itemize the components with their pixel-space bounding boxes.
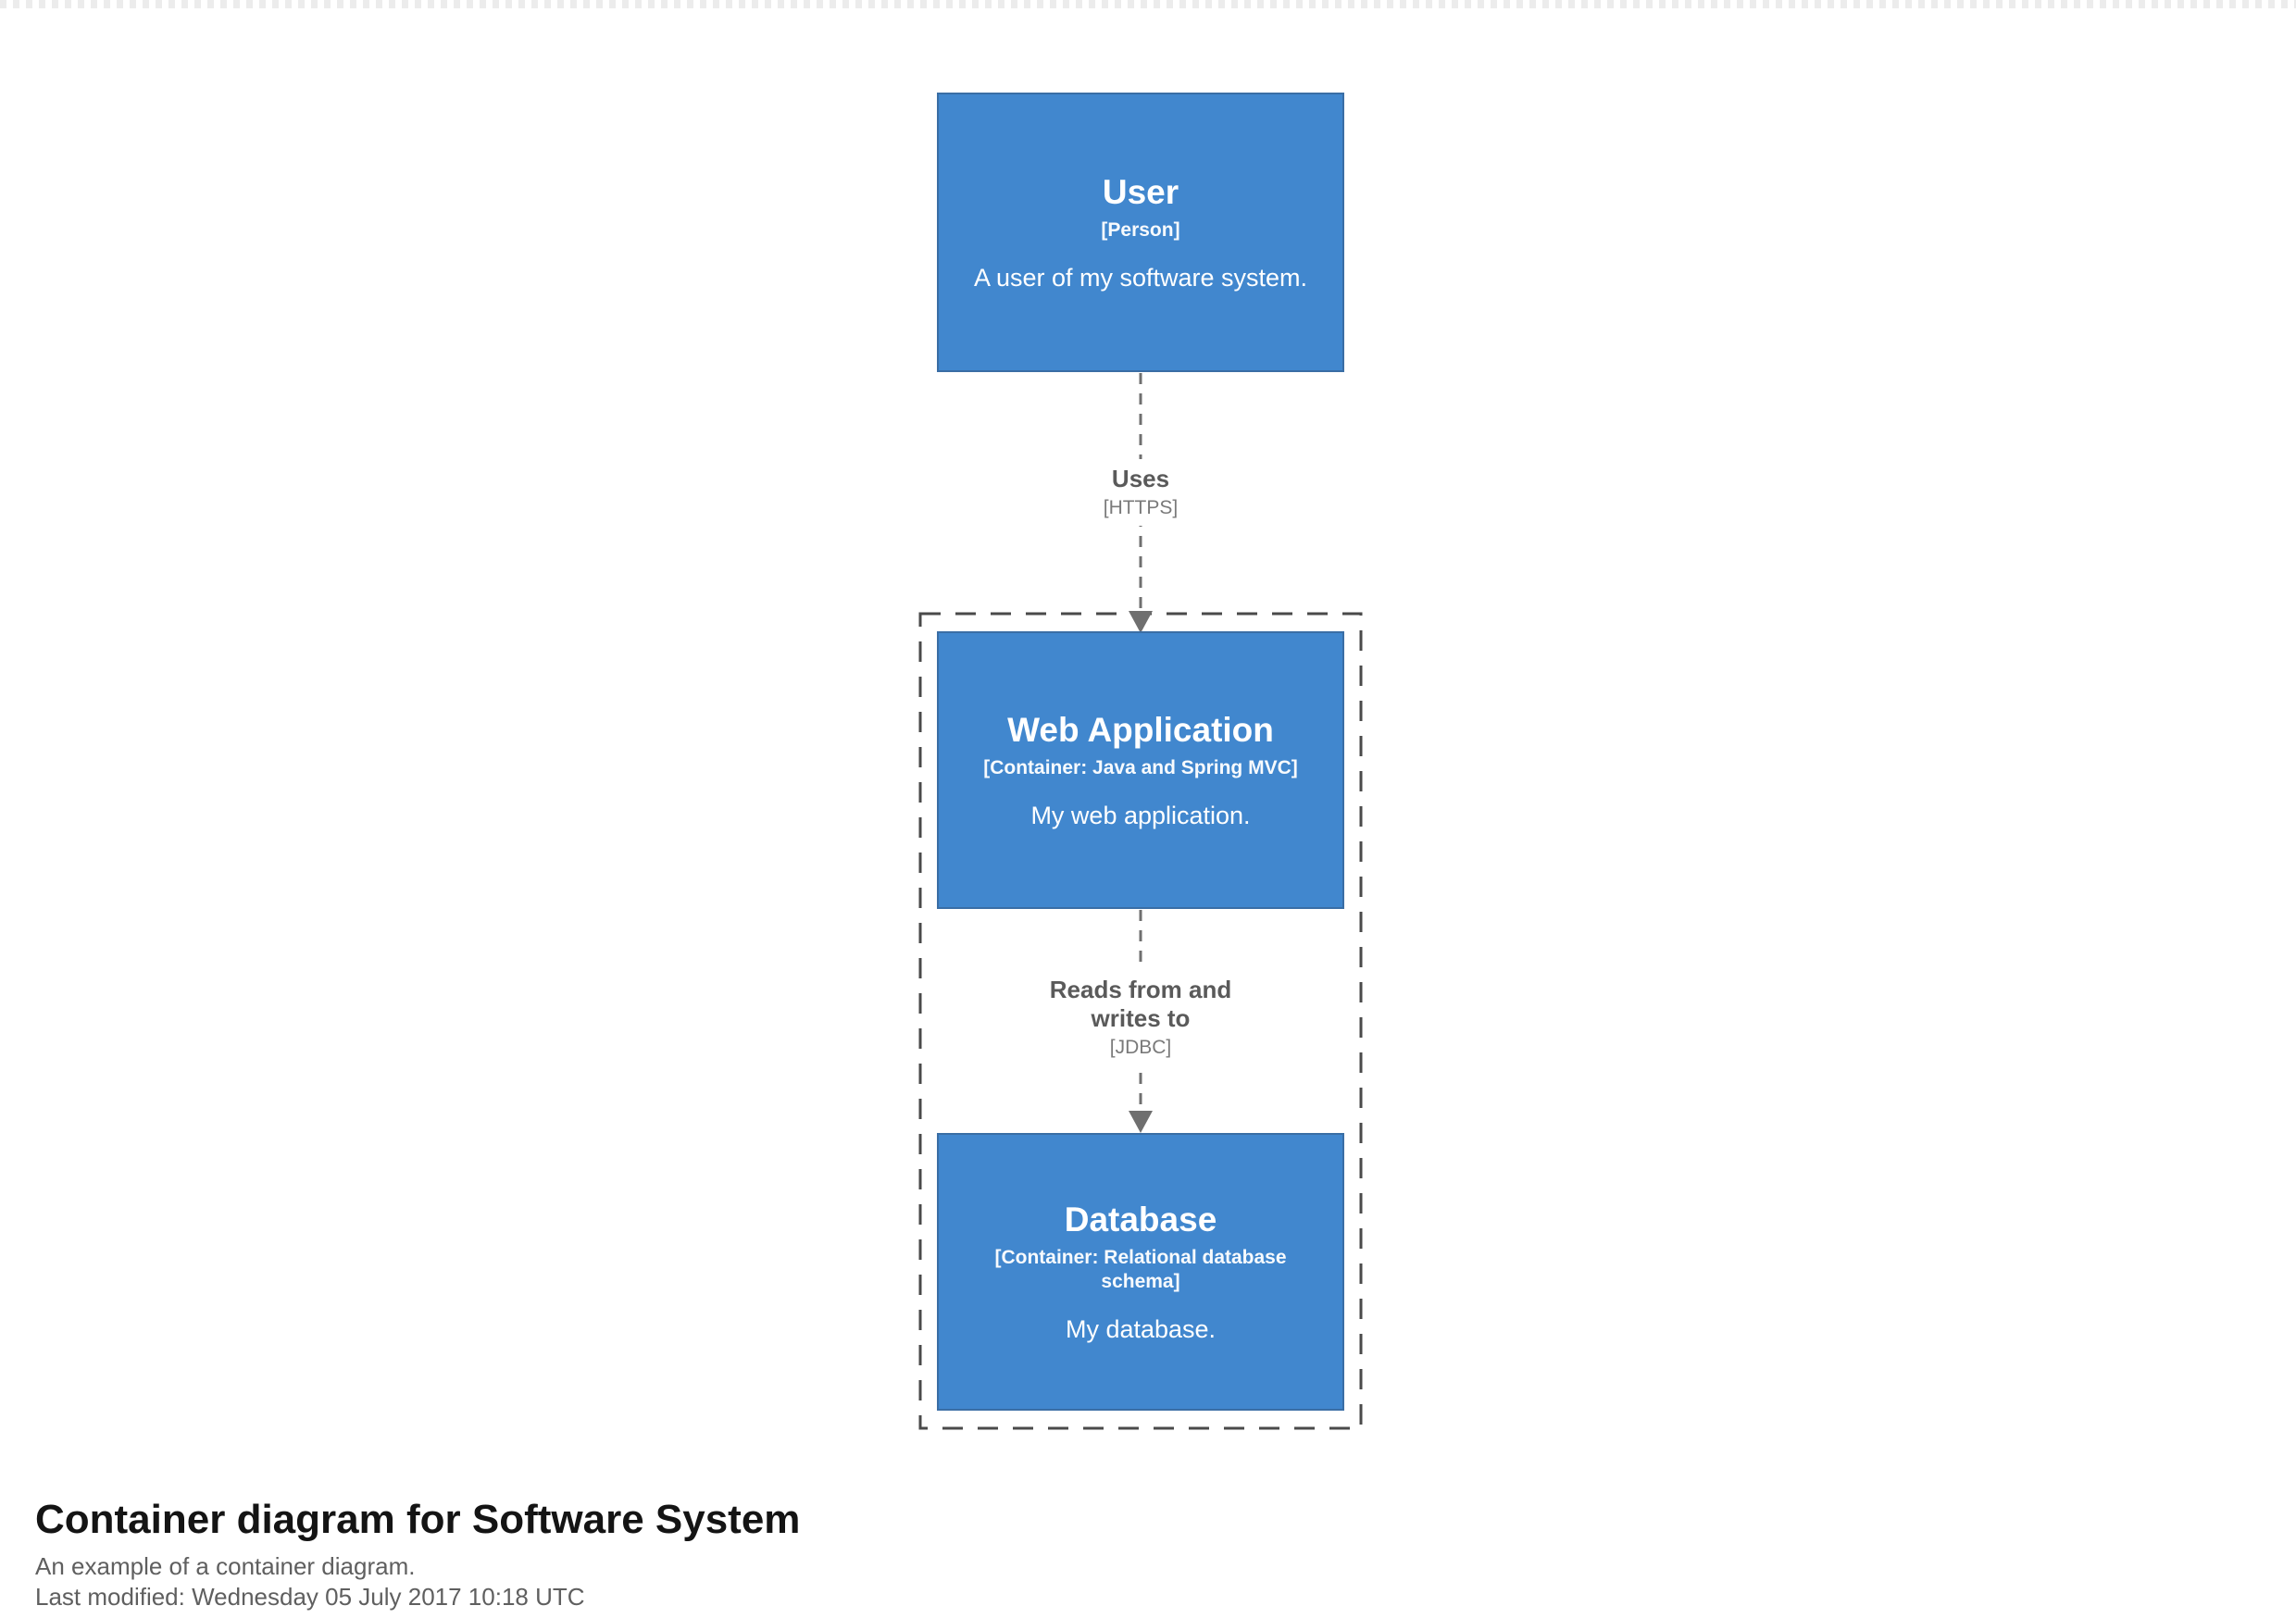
relationship-name: Reads from and writes to xyxy=(1049,976,1232,1032)
element-metadata: [Container: Java and Spring MVC] xyxy=(983,756,1298,778)
diagram-last-modified: Last modified: Wednesday 05 July 2017 10… xyxy=(35,1583,585,1611)
element-web-application[interactable]: Web Application [Container: Java and Spr… xyxy=(937,631,1344,909)
uses-arrowhead-icon xyxy=(1129,611,1153,633)
relationship-technology: [JDBC] xyxy=(1109,1037,1172,1058)
page-top-dashed-border xyxy=(0,0,2296,8)
relationship-label-reads-writes: Reads from and writes to [JDBC] xyxy=(1029,970,1252,1065)
relationship-name: Uses xyxy=(1111,465,1170,492)
element-name: Database xyxy=(1064,1200,1217,1238)
element-metadata: [Person] xyxy=(1101,218,1180,241)
diagram-subtitle: An example of a container diagram. xyxy=(35,1552,416,1580)
element-database[interactable]: Database [Container: Relational database… xyxy=(937,1133,1344,1411)
diagram-title: Container diagram for Software System xyxy=(35,1497,801,1542)
diagram-caption: Container diagram for Software System An… xyxy=(35,1496,800,1612)
element-name: User xyxy=(1102,172,1179,211)
element-metadata: [Container: Relational database schema] xyxy=(994,1246,1287,1292)
element-description: My web application. xyxy=(1030,801,1251,829)
relationship-technology: [HTTPS] xyxy=(1103,497,1179,518)
element-name: Web Application xyxy=(1007,710,1274,749)
relationship-label-uses: Uses [HTTPS] xyxy=(1029,459,1252,526)
element-description: A user of my software system. xyxy=(973,263,1308,292)
element-description: My database. xyxy=(1065,1314,1217,1343)
element-user[interactable]: User [Person] A user of my software syst… xyxy=(937,93,1344,372)
reads-writes-arrowhead-icon xyxy=(1129,1111,1153,1133)
